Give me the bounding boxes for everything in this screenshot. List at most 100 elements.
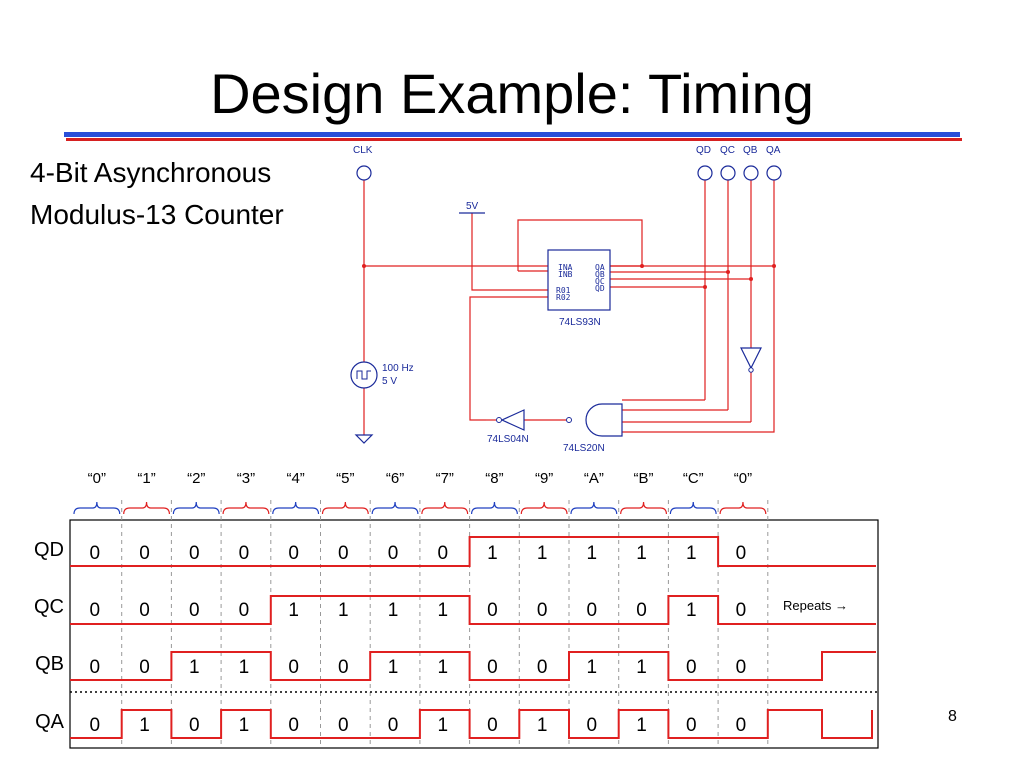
bit-value: 1 xyxy=(437,657,448,678)
timing-frame xyxy=(69,519,879,749)
output-label-qc: QC xyxy=(720,145,735,156)
bit-value: 0 xyxy=(587,715,598,736)
bit-value: 1 xyxy=(686,543,697,564)
bit-value: 1 xyxy=(636,715,647,736)
slide-title: Design Example: Timing xyxy=(210,62,814,125)
bit-value: 0 xyxy=(189,543,200,564)
bit-value: 1 xyxy=(189,657,200,678)
bit-value: 1 xyxy=(437,600,448,621)
state-label: “9” xyxy=(535,470,553,487)
svg-text:INB: INB xyxy=(558,270,573,279)
state-label: “2” xyxy=(187,470,205,487)
bit-value: 0 xyxy=(338,715,349,736)
bit-value: 0 xyxy=(736,715,747,736)
svg-text:QA: QA xyxy=(595,263,605,272)
probe-terminals xyxy=(356,165,782,181)
state-label: “5” xyxy=(336,470,354,487)
bit-value: 0 xyxy=(90,600,101,621)
bit-value: 0 xyxy=(338,543,349,564)
bit-value: 0 xyxy=(736,543,747,564)
bit-value: 0 xyxy=(288,543,299,564)
svg-text:INA: INA xyxy=(558,263,573,272)
bit-value: 0 xyxy=(388,543,399,564)
square-wave-icon xyxy=(356,370,371,380)
bit-value: 1 xyxy=(437,715,448,736)
state-label: “B” xyxy=(634,470,654,487)
nand-74ls20-bubble xyxy=(566,417,572,423)
state-label: “3” xyxy=(237,470,255,487)
waveform-qd xyxy=(70,536,876,567)
counter-schematic: CLK QD QC QB QA 5V INA INB R01 R02 QA QB… xyxy=(350,145,782,454)
source-voltage: 5 V xyxy=(382,376,397,387)
bit-value: 0 xyxy=(239,600,250,621)
bit-value: 1 xyxy=(139,715,150,736)
bit-value: 1 xyxy=(686,600,697,621)
state-label: “1” xyxy=(137,470,155,487)
bit-value: 0 xyxy=(139,600,150,621)
bit-value: 0 xyxy=(537,657,548,678)
svg-text:R01: R01 xyxy=(556,286,571,295)
bit-value: 0 xyxy=(437,543,448,564)
state-brace xyxy=(73,501,121,515)
bit-value: 1 xyxy=(338,600,349,621)
bit-value: 0 xyxy=(487,600,498,621)
bit-value: 0 xyxy=(139,543,150,564)
state-brace xyxy=(520,501,568,515)
waveform-qc xyxy=(70,595,876,625)
bit-value: 1 xyxy=(537,543,548,564)
bit-value: 1 xyxy=(388,657,399,678)
source-frequency: 100 Hz xyxy=(382,363,414,374)
subtitle-line-1: 4-Bit Asynchronous xyxy=(30,157,272,188)
output-label-qb: QB xyxy=(743,145,758,156)
bit-value: 0 xyxy=(288,657,299,678)
state-brace xyxy=(421,501,469,515)
state-brace xyxy=(669,501,717,515)
state-brace xyxy=(719,501,767,515)
bit-value: 0 xyxy=(189,715,200,736)
bit-value: 1 xyxy=(537,715,548,736)
state-brace xyxy=(321,501,369,515)
bit-value: 0 xyxy=(686,657,697,678)
bit-value: 0 xyxy=(388,715,399,736)
waveform-qa xyxy=(70,709,873,739)
svg-text:R02: R02 xyxy=(556,293,571,302)
junction-dots xyxy=(362,264,776,289)
waveform-qb xyxy=(70,651,876,681)
state-label: “6” xyxy=(386,470,404,487)
state-label: “0” xyxy=(88,470,106,487)
state-brace xyxy=(570,501,618,515)
output-label-qa: QA xyxy=(766,145,781,156)
state-brace xyxy=(371,501,419,515)
state-brace xyxy=(172,501,220,515)
state-label: “A” xyxy=(584,470,604,487)
ground-icon xyxy=(354,434,374,444)
bit-value: 0 xyxy=(288,715,299,736)
inverter-74ls04-bubble xyxy=(496,417,502,423)
supply-label: 5V xyxy=(466,201,479,212)
title-rule-blue xyxy=(64,132,960,137)
counter-pin-labels: INA INB R01 R02 QA QB QC QD xyxy=(556,263,605,302)
bit-value: 0 xyxy=(587,600,598,621)
bit-value: 1 xyxy=(239,657,250,678)
state-label: “7” xyxy=(436,470,454,487)
state-brace xyxy=(620,501,667,515)
inverter-ic-label: 74LS04N xyxy=(487,434,529,445)
bit-value: 1 xyxy=(587,543,598,564)
inverter-74ls04-icon xyxy=(500,409,525,431)
clk-label: CLK xyxy=(353,145,373,156)
clock-source-icon xyxy=(350,361,378,389)
bit-value: 1 xyxy=(636,657,647,678)
bit-value: 0 xyxy=(736,600,747,621)
counter-ic-body xyxy=(547,249,611,311)
subtitle-line-2: Modulus-13 Counter xyxy=(30,199,284,230)
bit-value: 1 xyxy=(636,543,647,564)
state-braces xyxy=(73,501,767,515)
state-brace xyxy=(123,501,170,515)
bit-value: 0 xyxy=(636,600,647,621)
svg-text:QD: QD xyxy=(595,284,605,293)
svg-text:QC: QC xyxy=(595,277,605,286)
state-label: “8” xyxy=(485,470,503,487)
